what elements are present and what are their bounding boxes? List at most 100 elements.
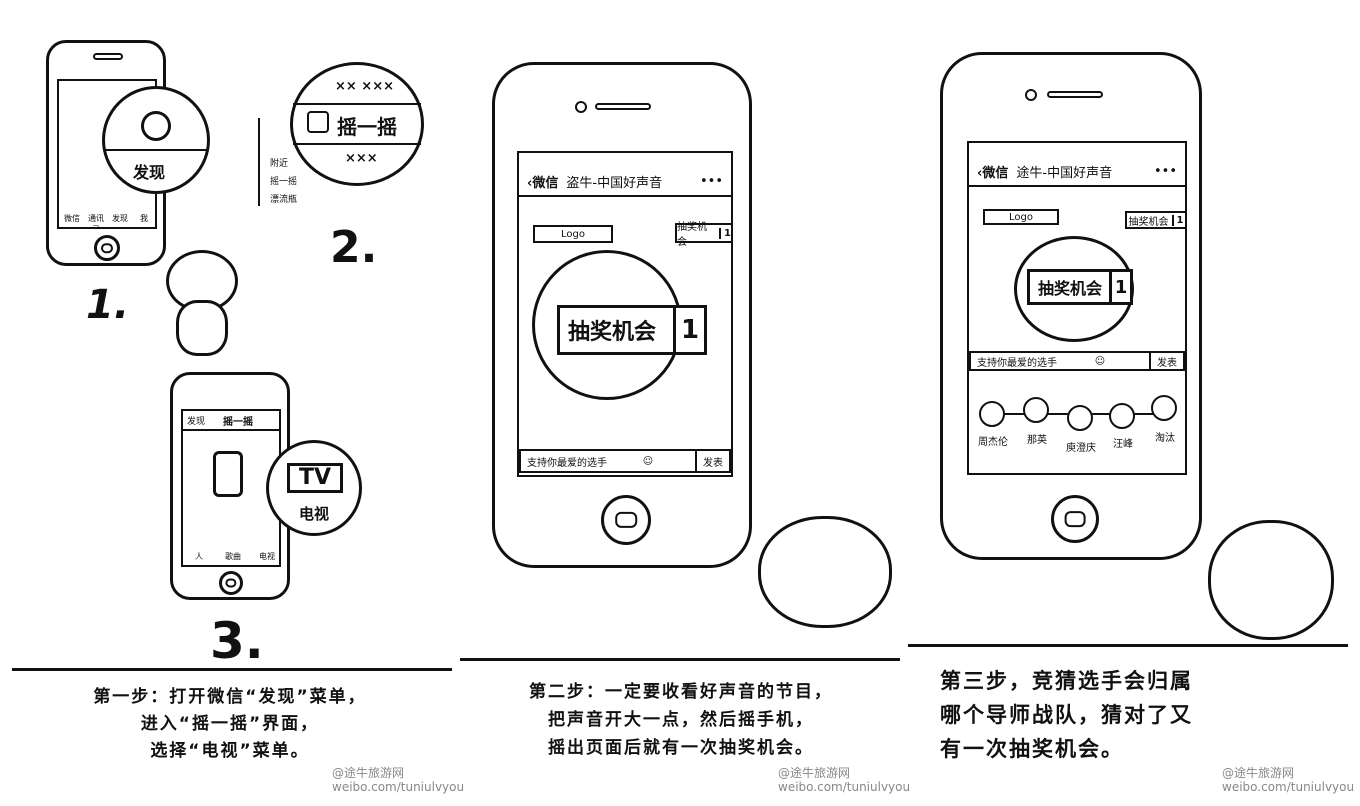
caption-line: 第三步，竞猜选手会归属 bbox=[940, 669, 1193, 693]
contestant-avatar[interactable] bbox=[979, 401, 1005, 427]
tab-contacts[interactable]: 通讯录 bbox=[88, 214, 104, 227]
bottom-tab-tv[interactable]: 电视 bbox=[259, 552, 275, 561]
back-button[interactable]: 发现 bbox=[187, 417, 206, 427]
tab-me[interactable]: 我 bbox=[140, 214, 148, 223]
bottom-tab-songs[interactable]: 歌曲 bbox=[225, 552, 241, 561]
contestant-name: 周杰伦 bbox=[978, 437, 1008, 448]
home-button[interactable] bbox=[1051, 495, 1099, 543]
tab-discover[interactable]: 发现 bbox=[112, 214, 128, 223]
logo-placeholder: Logo bbox=[533, 225, 613, 243]
list-item[interactable]: 漂流瓶 bbox=[270, 195, 298, 205]
chance-label: 抽奖机会 bbox=[677, 222, 707, 248]
comment-placeholder: 支持你最爱的选手 bbox=[977, 357, 1057, 369]
smiley-icon[interactable]: ☺ bbox=[642, 455, 654, 467]
watermark-handle: @途牛旅游网 bbox=[1222, 766, 1295, 780]
watermark: @途牛旅游网 weibo.com/tuniulvyou bbox=[1222, 766, 1354, 794]
contestant-name: 汪峰 bbox=[1113, 439, 1133, 450]
caption-line: 第二步：一定要收看好声音的节目， bbox=[529, 682, 833, 702]
bubble-divider bbox=[293, 143, 421, 145]
contestant-name: 庾澄庆 bbox=[1066, 443, 1096, 454]
more-button[interactable]: ••• bbox=[699, 173, 723, 189]
watermark-url: weibo.com/tuniulvyou bbox=[1222, 780, 1355, 794]
back-button[interactable]: ‹微信 bbox=[527, 175, 559, 191]
contestant-avatar[interactable] bbox=[1023, 397, 1049, 423]
lottery-bubble: 抽奖机会 1 bbox=[1014, 236, 1134, 342]
smiley-icon[interactable]: ☺ bbox=[1094, 355, 1106, 367]
lottery-number: 1 bbox=[673, 308, 704, 352]
lottery-bubble: 抽奖机会 1 bbox=[532, 250, 707, 400]
home-button[interactable] bbox=[601, 495, 651, 545]
divider-2 bbox=[460, 658, 900, 661]
discover-list: 附近 摇一摇 漂流瓶 bbox=[258, 118, 410, 206]
caption-step3: 第三步，竞猜选手会归属 哪个导师战队，猜对了又 有一次抽奖机会。 bbox=[940, 664, 1320, 766]
watermark: @途牛旅游网 weibo.com/tuniulvyou bbox=[778, 766, 910, 794]
page-title: 途牛-中国好声音 bbox=[1016, 165, 1113, 181]
contestant-name: 淘汰 bbox=[1155, 433, 1175, 444]
compass-icon bbox=[141, 111, 171, 141]
contestant-avatar[interactable] bbox=[1109, 403, 1135, 429]
caption-line: 进入“摇一摇”界面， bbox=[140, 714, 320, 734]
list-item[interactable]: 附近 bbox=[270, 159, 289, 169]
phone-camera bbox=[1025, 89, 1037, 101]
chance-counter: 抽奖机会 1 bbox=[675, 222, 731, 248]
lottery-label: 抽奖机会 bbox=[1038, 279, 1103, 298]
lottery-label: 抽奖机会 bbox=[568, 320, 657, 345]
caption-line: 有一次抽奖机会。 bbox=[940, 737, 1124, 761]
chance-label: 抽奖机会 bbox=[1128, 216, 1169, 228]
back-button[interactable]: ‹微信 bbox=[977, 165, 1009, 181]
comment-input[interactable]: 支持你最爱的选手 ☺ 发表 bbox=[969, 351, 1185, 371]
menu-item-shake[interactable]: 摇一摇 bbox=[337, 115, 397, 139]
cow-mascot bbox=[758, 516, 892, 628]
step-number-2: 2. bbox=[330, 222, 378, 273]
caption-line: 选择“电视”菜单。 bbox=[150, 741, 310, 761]
lottery-number: 1 bbox=[1109, 272, 1130, 302]
shake-bubble: ×× ××× 摇一摇 ××× bbox=[290, 62, 424, 186]
bubble-divider bbox=[293, 103, 421, 105]
divider-3 bbox=[908, 644, 1348, 647]
list-item[interactable]: 摇一摇 bbox=[270, 177, 298, 187]
divider-1 bbox=[12, 668, 452, 671]
more-button[interactable]: ••• bbox=[1153, 163, 1177, 179]
chance-number: 1 bbox=[719, 227, 731, 239]
watermark-handle: @途牛旅游网 bbox=[332, 766, 405, 780]
nav-bar: ‹微信 盗牛-中国好声音 ••• bbox=[519, 167, 731, 197]
menu-item: ××× bbox=[345, 151, 378, 166]
shake-title: 摇一摇 bbox=[223, 417, 253, 428]
watermark-url: weibo.com/tuniulvyou bbox=[332, 780, 465, 794]
send-button[interactable]: 发表 bbox=[1149, 353, 1183, 369]
lottery-banner: 抽奖机会 1 bbox=[1027, 269, 1133, 305]
send-button[interactable]: 发表 bbox=[695, 451, 729, 471]
home-button[interactable] bbox=[94, 235, 120, 261]
bottom-tab-people[interactable]: 人 bbox=[195, 552, 203, 561]
tv-icon: TV bbox=[287, 463, 343, 493]
cow-body bbox=[176, 300, 228, 356]
discover-label: 发现 bbox=[133, 163, 166, 182]
contestant-avatar[interactable] bbox=[1067, 405, 1093, 431]
chance-counter: 抽奖机会 1 bbox=[1125, 211, 1185, 229]
lottery-banner: 抽奖机会 1 bbox=[557, 305, 707, 355]
phone-speaker bbox=[595, 103, 651, 110]
menu-item: ×× ××× bbox=[335, 79, 394, 94]
discover-bubble: 发现 bbox=[102, 86, 210, 194]
home-button[interactable] bbox=[219, 571, 243, 595]
contestant-name: 那英 bbox=[1027, 435, 1047, 446]
watermark-url: weibo.com/tuniulvyou bbox=[778, 780, 911, 794]
comment-placeholder: 支持你最爱的选手 bbox=[527, 457, 607, 469]
phone-speaker bbox=[1047, 91, 1103, 98]
caption-step1: 第一步：打开微信“发现”菜单， 进入“摇一摇”界面， 选择“电视”菜单。 bbox=[20, 684, 440, 765]
watermark: @途牛旅游网 weibo.com/tuniulvyou bbox=[332, 766, 464, 794]
phone-screen: 发现 摇一摇 人 歌曲 电视 bbox=[181, 409, 281, 567]
phone-camera bbox=[575, 101, 587, 113]
cow-mascot bbox=[1208, 520, 1334, 640]
caption-step2: 第二步：一定要收看好声音的节目， 把声音开大一点，然后摇手机， 摇出页面后就有一… bbox=[466, 678, 896, 762]
tab-weixin[interactable]: 微信 bbox=[64, 214, 80, 223]
caption-line: 摇出页面后就有一次抽奖机会。 bbox=[548, 738, 814, 758]
comment-input[interactable]: 支持你最爱的选手 ☺ 发表 bbox=[519, 449, 731, 473]
tv-caption: 电视 bbox=[299, 505, 330, 523]
shake-hand-icon bbox=[213, 451, 243, 497]
watermark-handle: @途牛旅游网 bbox=[778, 766, 851, 780]
tv-bubble: TV 电视 bbox=[266, 440, 362, 536]
phone-speaker bbox=[93, 53, 123, 60]
contestant-avatar[interactable] bbox=[1151, 395, 1177, 421]
nav-bar: 发现 摇一摇 bbox=[183, 411, 279, 431]
